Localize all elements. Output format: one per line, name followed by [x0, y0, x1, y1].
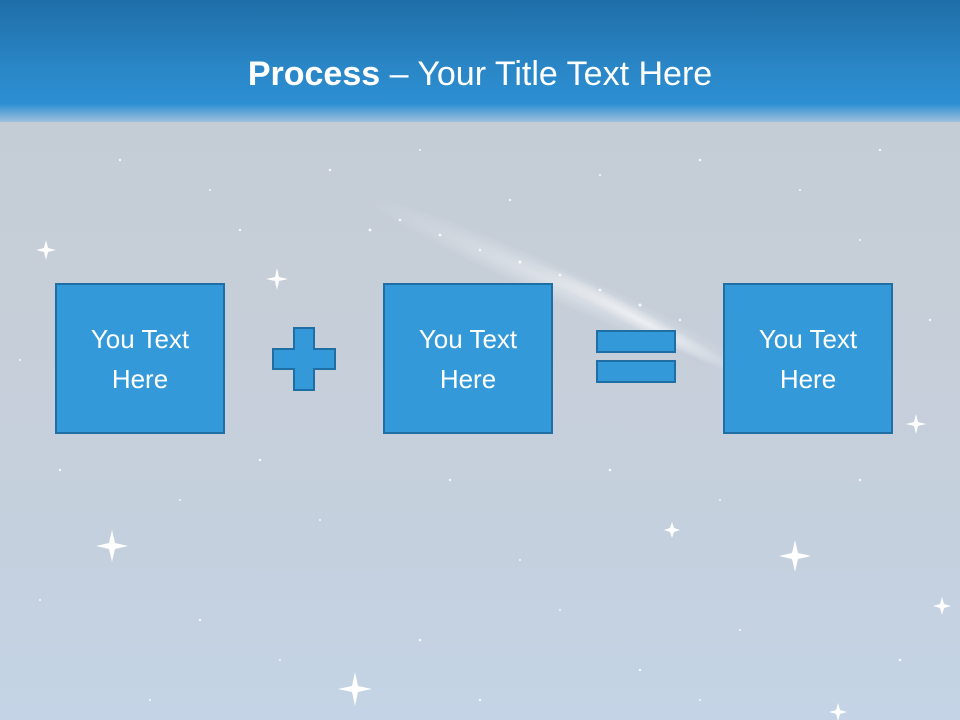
- comet-trail: [368, 198, 752, 378]
- process-box-1: You Text Here: [55, 283, 225, 434]
- title-rest-part: – Your Title Text Here: [380, 55, 713, 93]
- title-bold-part: Process: [247, 55, 381, 93]
- process-box-2: You Text Here: [383, 283, 553, 434]
- process-box-3: You Text Here: [723, 283, 893, 434]
- process-box-1-text: You Text Here: [90, 323, 190, 394]
- sparkle-stars: [36, 240, 951, 720]
- process-box-3-text: You Text Here: [758, 323, 858, 394]
- title-bar: [0, 0, 960, 122]
- process-box-2-text: You Text Here: [418, 323, 518, 394]
- star-dots: [19, 148, 932, 702]
- plus-icon: [272, 327, 336, 391]
- equals-icon: [596, 330, 676, 383]
- slide-title: Process – Your Title Text Here: [0, 52, 960, 96]
